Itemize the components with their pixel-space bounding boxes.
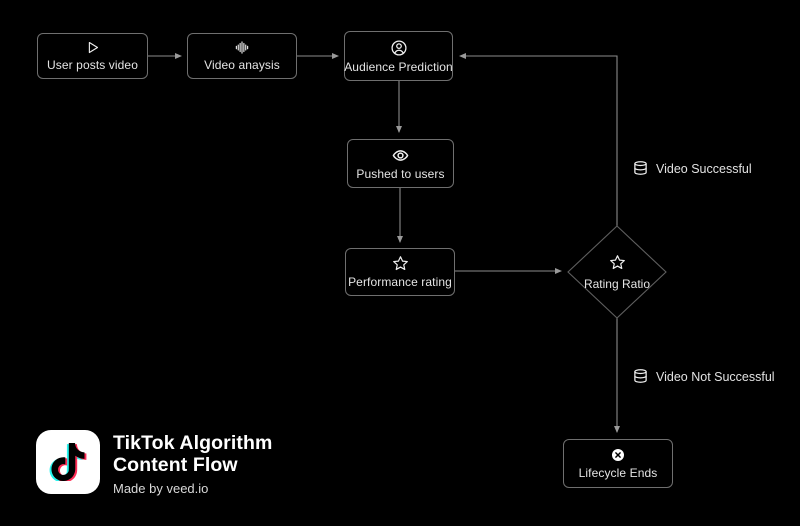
star-icon — [609, 254, 626, 274]
node-label: Lifecycle Ends — [578, 466, 658, 480]
node-label: Video anaysis — [204, 58, 280, 72]
user-circle-icon — [390, 39, 408, 57]
edge-label-text: Video Not Successful — [656, 370, 775, 384]
tiktok-logo — [36, 430, 100, 494]
decision-diamond-shape — [567, 225, 667, 319]
database-icon — [633, 368, 648, 387]
node-label: User posts video — [47, 58, 138, 72]
eye-icon — [390, 147, 411, 164]
brand-subtitle: Made by veed.io — [113, 481, 209, 496]
node-label: Audience Prediction — [344, 59, 453, 74]
x-circle-icon — [610, 447, 626, 463]
node-audience-prediction: Audience Prediction — [344, 31, 453, 81]
node-lifecycle-ends: Lifecycle Ends — [563, 439, 673, 488]
node-pushed-to-users: Pushed to users — [347, 139, 454, 188]
edge-label-video-successful: Video Successful — [633, 160, 752, 178]
star-icon — [392, 255, 409, 272]
node-label: Performance rating — [348, 275, 452, 289]
edge-label-text: Video Successful — [656, 162, 752, 176]
node-performance-rating: Performance rating — [345, 248, 455, 296]
database-icon — [633, 160, 648, 179]
node-rating-ratio: Rating Ratio — [567, 230, 667, 314]
edge-label-video-not-successful: Video Not Successful — [633, 368, 775, 386]
waveform-icon — [233, 40, 251, 55]
play-icon — [84, 40, 101, 55]
brand-title-line2: Content Flow — [113, 454, 238, 476]
node-label: Rating Ratio — [583, 276, 651, 291]
node-user-posts-video: User posts video — [37, 33, 148, 79]
node-video-analysis: Video anaysis — [187, 33, 297, 79]
branding-block: TikTok Algorithm Content Flow Made by ve… — [36, 430, 272, 496]
node-label: Pushed to users — [356, 166, 445, 181]
brand-title-line1: TikTok Algorithm — [113, 432, 273, 454]
brand-text: TikTok Algorithm Content Flow Made by ve… — [113, 430, 272, 496]
